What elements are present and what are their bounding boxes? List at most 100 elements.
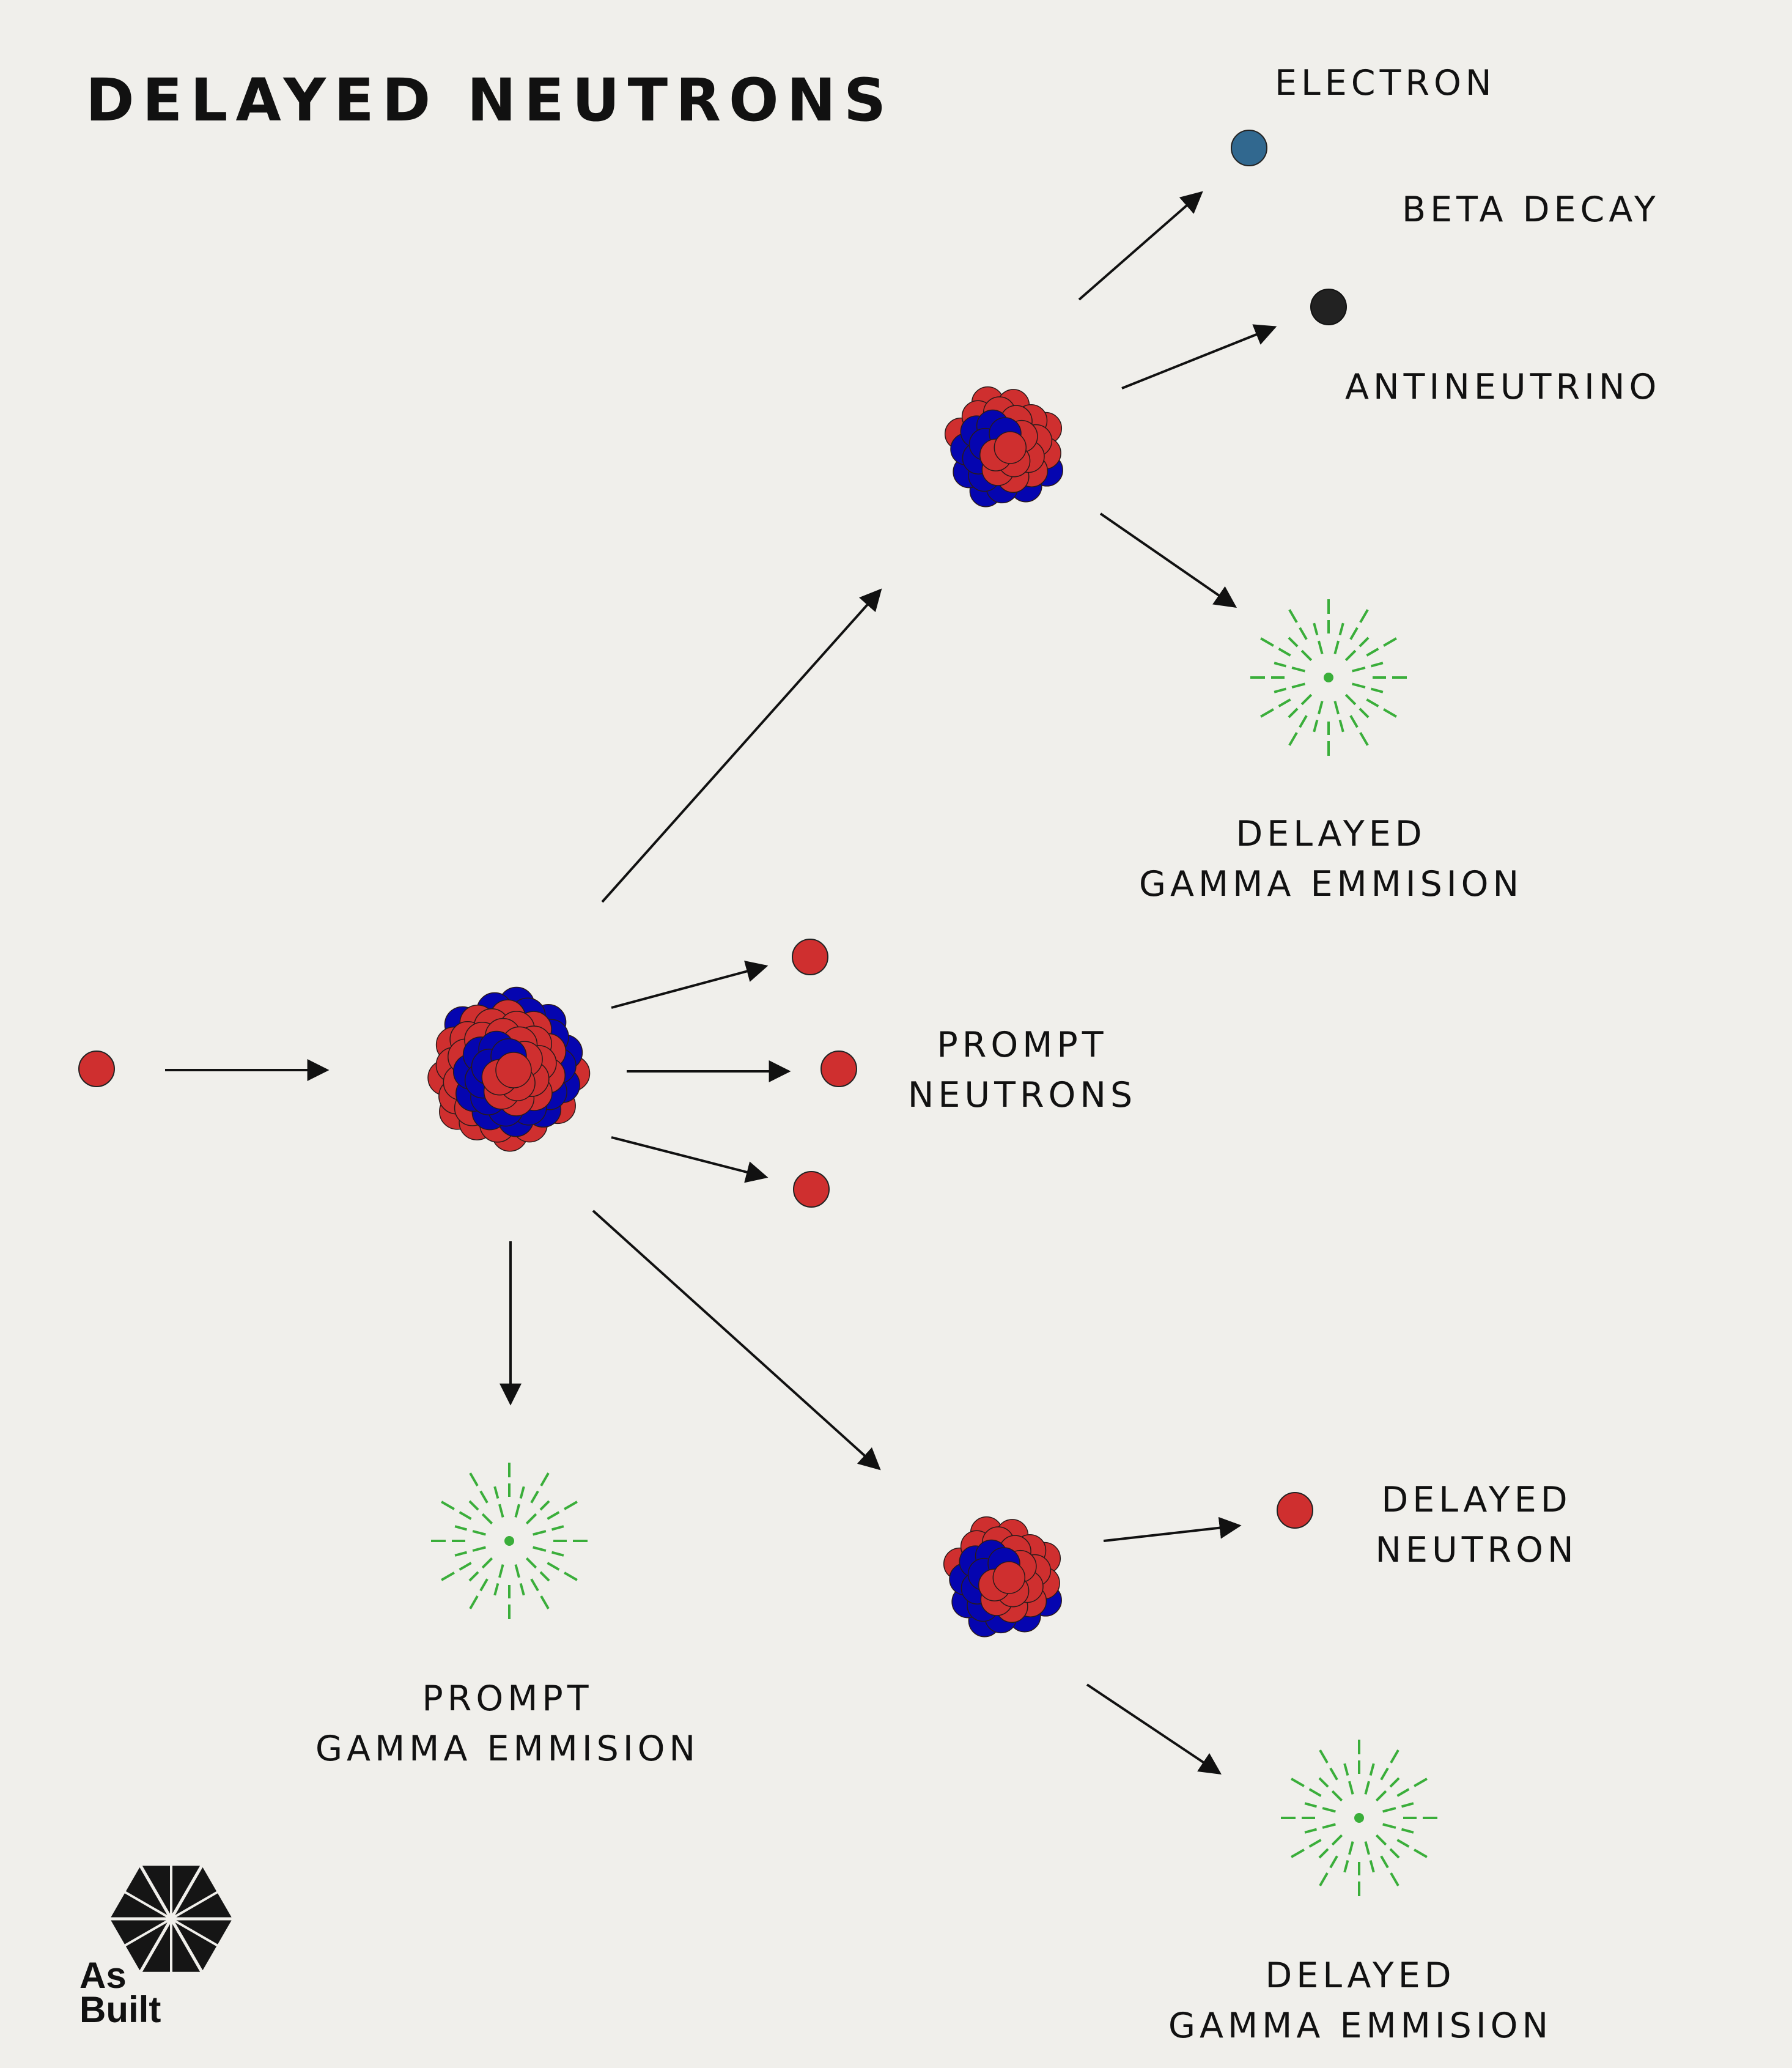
gamma-ray-dash: [1414, 1848, 1428, 1858]
gamma-ray-dash: [1364, 1781, 1370, 1795]
gamma-ray-dash: [1288, 707, 1299, 718]
gamma-ray-dash: [1333, 640, 1340, 654]
gamma-ray-dash: [1375, 1834, 1387, 1846]
gamma-ray-dash: [493, 1486, 500, 1499]
arrow-delayed-gamma-top: [1099, 512, 1237, 608]
gamma-ray-dash: [1383, 637, 1397, 647]
gamma-ray-dash: [525, 1513, 537, 1525]
gamma-ray-dash: [1313, 719, 1319, 733]
gamma-ray-dash: [1389, 1848, 1400, 1859]
prompt-neutron-2: [820, 1051, 857, 1087]
gamma-ray-dash: [1369, 1859, 1375, 1873]
gamma-ray-dash: [1300, 693, 1313, 706]
gamma-ray-dash: [1343, 1859, 1349, 1873]
logo-text-as: As: [79, 1955, 127, 1996]
gamma-ray-dash: [519, 1486, 525, 1499]
gamma-ray-dash: [1383, 708, 1397, 718]
gamma-ray-dash: [1352, 682, 1366, 689]
gamma-ray-dash: [1396, 1839, 1410, 1848]
gamma-ray-dash: [1390, 1749, 1399, 1763]
gamma-ray-dash: [540, 1595, 550, 1609]
gamma-source-dot: [504, 1536, 514, 1546]
gamma-ray-dash: [479, 1490, 489, 1504]
gamma-ray-dash: [1299, 627, 1308, 640]
gamma-ray-dash: [481, 1557, 493, 1569]
gamma-ray-dash: [469, 1595, 479, 1609]
gamma-ray-dash: [514, 1564, 520, 1578]
gamma-ray-dash: [481, 1513, 493, 1525]
as-built-logo-icon: [105, 1861, 237, 1977]
logo-text-built: Built: [79, 1989, 161, 2030]
gamma-ray-dash: [1278, 648, 1291, 657]
gamma-ray-dash: [1414, 1778, 1428, 1787]
gamma-ray-dash: [479, 1578, 489, 1592]
upper-fission-fragment: [944, 386, 1063, 508]
gamma-ray-dash: [530, 1490, 539, 1504]
gamma-source-dot: [1354, 1813, 1364, 1823]
gamma-ray-dash: [472, 1530, 486, 1536]
gamma-ray-dash: [459, 1562, 472, 1571]
logo-facet-line: [171, 1890, 219, 1920]
logo-facet-line: [123, 1890, 172, 1920]
gamma-source-dot: [1324, 673, 1333, 682]
gamma-ray-dash: [1343, 1763, 1349, 1776]
gamma-ray-dash: [1382, 1807, 1396, 1813]
gamma-ray-dash: [1318, 1777, 1329, 1788]
delayed-gamma-burst-top-icon: [1250, 599, 1407, 756]
gamma-ray-dash: [1322, 1807, 1336, 1813]
gamma-ray-dash: [1329, 1855, 1338, 1869]
gamma-ray-dash: [1331, 1834, 1343, 1846]
gamma-ray-dash: [1359, 732, 1369, 746]
gamma-ray-dash: [1401, 1802, 1414, 1808]
gamma-ray-dash: [1260, 708, 1274, 718]
gamma-ray-dash: [1359, 609, 1369, 623]
gamma-ray-dash: [1380, 1855, 1389, 1869]
electron-particle: [1231, 130, 1267, 166]
gamma-ray-dash: [539, 1571, 550, 1582]
arrow-to-upper-fragment: [601, 588, 882, 903]
gamma-ray-dash: [1308, 1839, 1322, 1848]
arrow-antineutrino: [1121, 324, 1277, 390]
gamma-ray-dash: [1278, 698, 1291, 707]
gamma-ray-dash: [1291, 682, 1305, 689]
label-beta-decay: BETA DECAY: [1402, 190, 1660, 230]
label-delayed-neutron: DELAYED NEUTRON: [1375, 1480, 1578, 1570]
gamma-ray-dash: [1344, 693, 1357, 706]
antineutrino-particle: [1310, 289, 1347, 325]
gamma-ray-dash: [1260, 637, 1274, 647]
gamma-ray-dash: [1331, 1790, 1343, 1802]
gamma-ray-dash: [1288, 637, 1299, 648]
gamma-ray-dash: [493, 1582, 500, 1596]
gamma-ray-dash: [498, 1564, 504, 1578]
incoming-neutron: [78, 1051, 115, 1087]
gamma-ray-dash: [1313, 622, 1319, 636]
gamma-ray-dash: [525, 1557, 537, 1569]
label-delayed-gamma-bottom: DELAYED GAMMA EMMISION: [1168, 1955, 1553, 2046]
label-prompt-neutrons: PROMPT NEUTRONS: [907, 1025, 1137, 1115]
gamma-ray-dash: [1370, 687, 1384, 693]
gamma-ray-dash: [564, 1571, 578, 1581]
gamma-ray-dash: [472, 1546, 486, 1552]
page-title: DELAYED NEUTRONS: [86, 66, 894, 135]
nucleon-neutron: [994, 431, 1027, 464]
gamma-ray-dash: [1333, 701, 1340, 715]
gamma-ray-dash: [1382, 1823, 1396, 1829]
gamma-ray-dash: [1322, 1823, 1336, 1829]
gamma-ray-dash: [547, 1511, 560, 1520]
gamma-ray-dash: [1291, 667, 1305, 673]
arrow-to-lower-fragment: [592, 1209, 881, 1471]
gamma-ray-dash: [1344, 649, 1357, 662]
gamma-ray-dash: [1352, 667, 1366, 673]
logo-facet-line: [171, 1918, 219, 1948]
gamma-ray-dash: [468, 1571, 479, 1582]
gamma-ray-dash: [1369, 1763, 1375, 1776]
fissioning-nucleus: [427, 986, 591, 1152]
arrows: [165, 191, 1277, 1775]
gamma-ray-dash: [1389, 1777, 1400, 1788]
prompt-neutron-3: [793, 1171, 830, 1208]
gamma-ray-dash: [1318, 640, 1324, 654]
gamma-ray-dash: [1299, 715, 1308, 728]
arrow-prompt-neutron-1: [611, 961, 769, 1009]
logo-facet-line: [123, 1918, 172, 1948]
gamma-ray-dash: [1291, 1778, 1305, 1787]
